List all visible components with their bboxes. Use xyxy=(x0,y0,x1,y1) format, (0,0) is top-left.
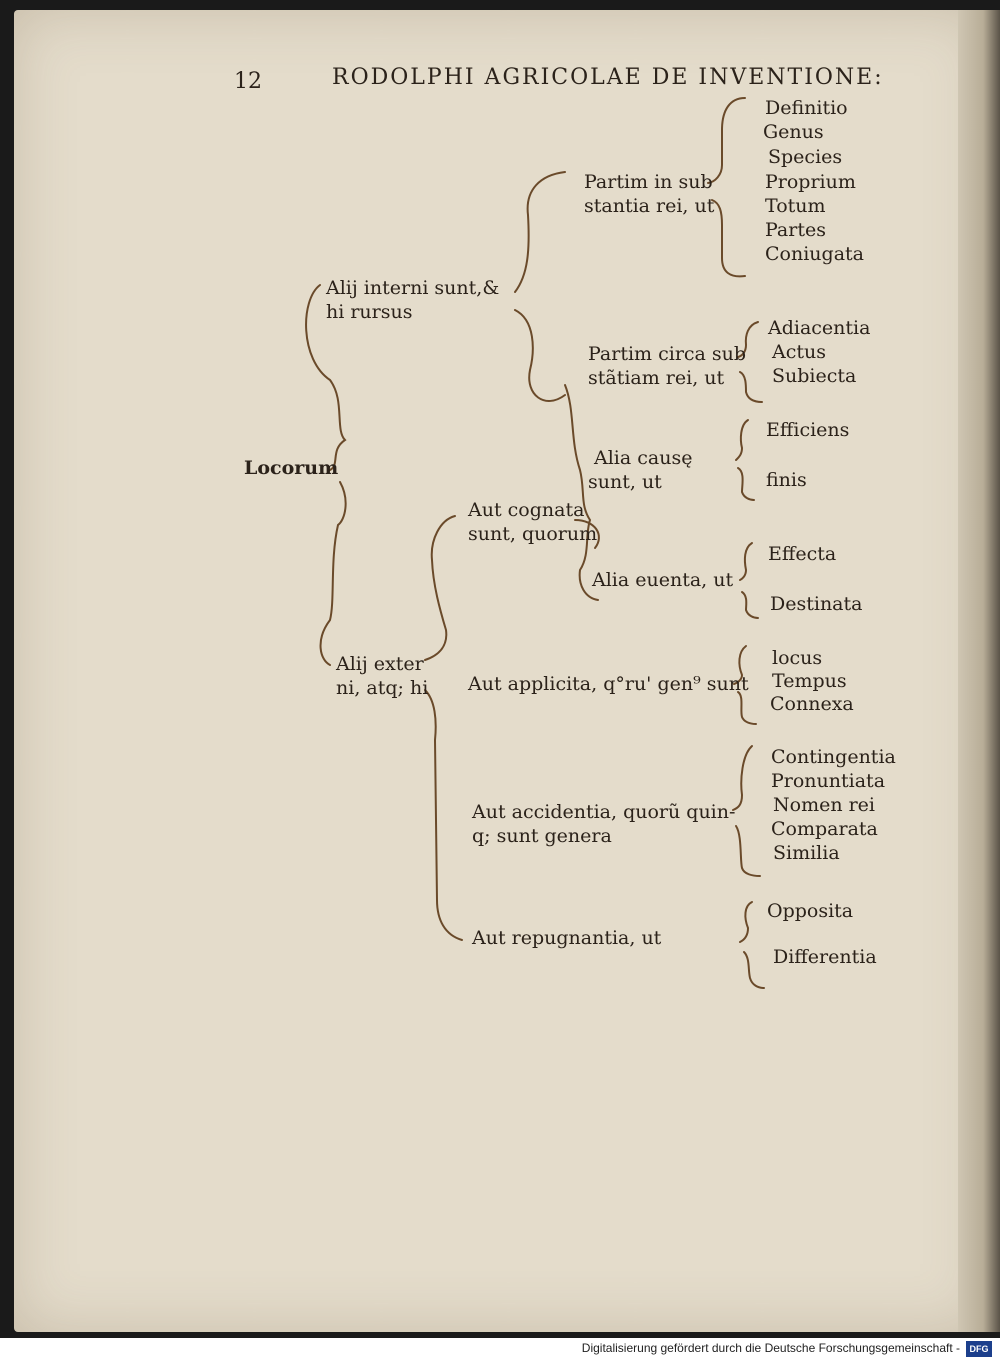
digitization-footer: Digitalisierung gefördert durch die Deut… xyxy=(0,1338,1000,1361)
circa-line-1: Partim circa sub xyxy=(588,343,747,365)
item-tempus: Tempus xyxy=(772,670,847,692)
brace-circa-bottom xyxy=(739,371,763,403)
item-efficiens: Efficiens xyxy=(766,419,850,441)
brace-causae-top xyxy=(735,419,749,461)
brace-root-upper xyxy=(305,284,347,471)
item-adiacentia: Adiacentia xyxy=(768,317,871,339)
brace-repugnantia-bottom xyxy=(743,951,765,989)
interni-line-2: hi rursus xyxy=(326,301,413,323)
dfg-logo: DFG xyxy=(966,1341,992,1357)
externi-line-2: ni, atq; hi xyxy=(336,677,429,699)
brace-substantia-bottom xyxy=(711,199,746,278)
accidentia-line-2: q; sunt genera xyxy=(472,825,612,847)
brace-cognata-mid xyxy=(574,519,600,549)
euenta-line: Alia euenta, ut xyxy=(592,569,734,591)
footer-credit: Digitalisierung gefördert durch die Deut… xyxy=(581,1341,960,1355)
item-locus: locus xyxy=(772,647,823,669)
item-differentia: Differentia xyxy=(773,946,877,968)
item-opposita: Opposita xyxy=(767,900,854,922)
item-coniugata: Coniugata xyxy=(765,243,864,265)
externi-line-1: Alij exter xyxy=(336,653,424,675)
circa-line-2: stãtiam rei, ut xyxy=(588,367,725,389)
brace-repugnantia-top xyxy=(739,901,753,943)
brace-causae-bottom xyxy=(737,467,755,501)
applicita-line: Aut applicita, q°ru' gen⁹ sunt xyxy=(468,673,749,695)
brace-euenta-bottom xyxy=(741,591,759,619)
item-effecta: Effecta xyxy=(768,543,837,565)
item-similia: Similia xyxy=(773,842,840,864)
item-pronuntiata: Pronuntiata xyxy=(771,770,886,792)
brace-accidentia-bottom xyxy=(735,825,761,877)
item-actus: Actus xyxy=(772,341,826,363)
item-definitio: Definitio xyxy=(765,97,848,119)
item-destinata: Destinata xyxy=(770,593,863,615)
brace-substantia-top xyxy=(707,97,746,184)
brace-euenta-top xyxy=(739,542,753,581)
repugnantia-line: Aut repugnantia, ut xyxy=(472,927,662,949)
item-genus: Genus xyxy=(763,121,824,143)
brace-root-lower xyxy=(319,481,347,666)
causae-line-1: Alia causę xyxy=(594,447,693,469)
brace-circa-top xyxy=(737,321,759,358)
brace-externi-lower xyxy=(424,689,463,941)
brace-accidentia-top xyxy=(732,745,753,811)
item-connexa: Connexa xyxy=(770,693,854,715)
item-finis: finis xyxy=(766,469,807,491)
item-contingentia: Contingentia xyxy=(771,746,896,768)
item-partes: Partes xyxy=(765,219,826,241)
brace-cognata xyxy=(424,515,456,661)
item-subiecta: Subiecta xyxy=(772,365,857,387)
cognata-line-1: Aut cognata xyxy=(468,499,585,521)
book-page xyxy=(14,10,986,1332)
accidentia-line-1: Aut accidentia, quorũ quin- xyxy=(472,801,736,823)
interni-line-1: Alij interni sunt,& xyxy=(326,277,500,299)
running-title: RODOLPHI AGRICOLAE DE INVENTIONE: xyxy=(332,65,884,90)
in-substantia-line-2: stantia rei, ut xyxy=(584,195,715,217)
in-substantia-line-1: Partim in sub xyxy=(584,171,713,193)
book-spine xyxy=(958,10,1000,1332)
brace-interni-lower xyxy=(514,309,566,402)
cognata-line-2: sunt, quorum xyxy=(468,523,598,545)
item-totum: Totum xyxy=(765,195,826,217)
brace-applicita-bottom xyxy=(737,691,757,725)
brace-interni xyxy=(514,171,566,293)
brace-cognata-group xyxy=(564,384,599,601)
item-nomen-rei: Nomen rei xyxy=(773,794,876,816)
item-proprium: Proprium xyxy=(765,171,856,193)
item-species: Species xyxy=(768,146,843,168)
brace-applicita-top xyxy=(733,645,747,685)
causae-line-2: sunt, ut xyxy=(588,471,662,493)
item-comparata: Comparata xyxy=(771,818,878,840)
page-number: 12 xyxy=(234,69,262,94)
root-locorum: Locorum xyxy=(244,457,339,479)
